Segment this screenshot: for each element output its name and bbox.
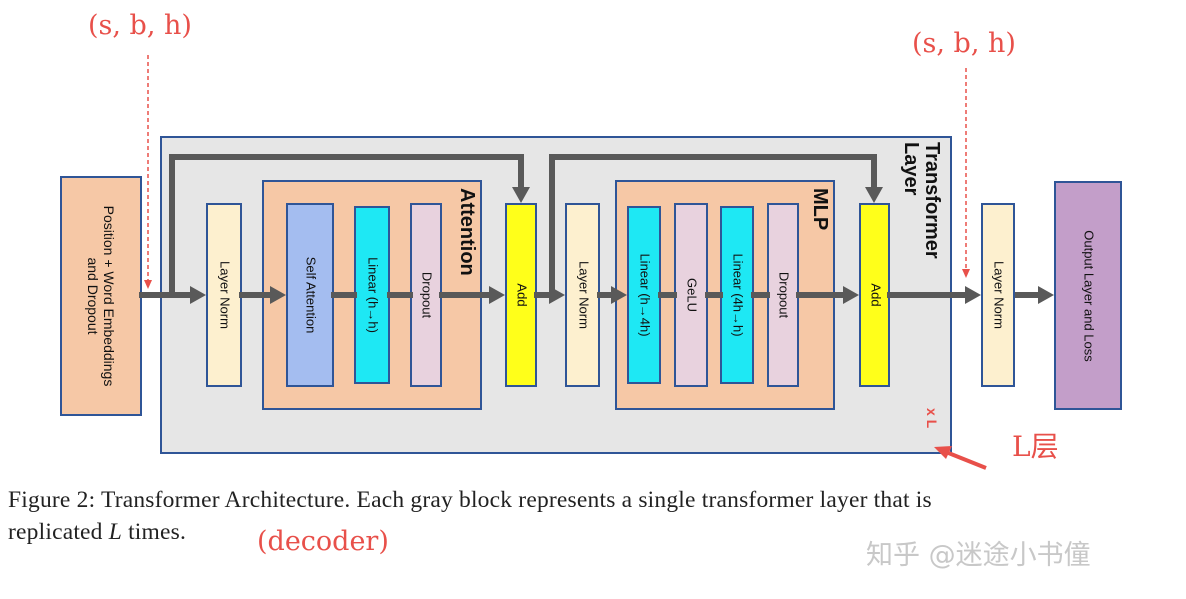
layer-norm-1: Layer Norm (206, 203, 242, 387)
transformer-layer-title: Transformer Layer (900, 142, 943, 259)
output-shape-pointer-head (962, 269, 970, 278)
linear-hh-block: Linear (h→h) (354, 206, 390, 384)
linear-4hh-label: Linear (4h→h) (730, 253, 746, 337)
linear-h4h-block: Linear (h→4h) (627, 206, 661, 384)
output-layer-block: Output Layer and Loss (1054, 181, 1122, 410)
layer-norm-1-label: Layer Norm (217, 261, 233, 329)
input-shape-annotation: (s, b, h) (88, 10, 192, 41)
self-attention-label: Self Attention (303, 256, 319, 334)
mlp-title: MLP (809, 188, 831, 231)
attention-title: Attention (456, 188, 478, 276)
arrowhead-lnf (965, 286, 981, 304)
layer-norm-2-label: Layer Norm (575, 261, 591, 329)
caption-variable: L (108, 519, 122, 545)
self-attention-block: Self Attention (286, 203, 334, 387)
dropout-1-label: Dropout (419, 271, 435, 319)
embeddings-label: Position + Word Embeddings and Dropout (85, 205, 118, 387)
layer-count-arrow (945, 450, 987, 470)
add-1-label: Add (514, 283, 530, 307)
output-layer-label: Output Layer and Loss (1081, 229, 1097, 362)
layer-norm-2: Layer Norm (565, 203, 600, 387)
figure-caption-line-1: Figure 2: Transformer Architecture. Each… (8, 487, 932, 513)
layer-count-annotation: L层 (1012, 430, 1059, 463)
caption-suffix: times. (122, 519, 187, 545)
repeat-marker: x L (924, 408, 940, 429)
watermark: 知乎 @迷途小书僮 (866, 540, 1091, 571)
embeddings-block: Position + Word Embeddings and Dropout (60, 176, 142, 416)
input-shape-pointer-head (144, 280, 152, 289)
dropout-2-label: Dropout (776, 271, 792, 319)
layer-norm-final-label: Layer Norm (991, 261, 1007, 329)
add-2-label: Add (867, 283, 883, 307)
layer-norm-final: Layer Norm (981, 203, 1015, 387)
dropout-1-block: Dropout (410, 203, 442, 387)
caption-prefix: replicated (8, 519, 109, 545)
gelu-label: GeLU (684, 278, 700, 312)
arrowhead-output (1038, 286, 1054, 304)
linear-h4h-label: Linear (h→4h) (637, 253, 653, 337)
add-2-block: Add (859, 203, 890, 387)
add-1-block: Add (505, 203, 537, 387)
decoder-annotation: (decoder) (257, 526, 389, 557)
figure-caption-line-2: replicated L times. (8, 519, 186, 546)
output-shape-annotation: (s, b, h) (912, 28, 1016, 59)
dropout-2-block: Dropout (767, 203, 799, 387)
linear-4hh-block: Linear (4h→h) (720, 206, 754, 384)
linear-hh-label: Linear (h→h) (365, 257, 381, 333)
gelu-block: GeLU (674, 203, 708, 387)
